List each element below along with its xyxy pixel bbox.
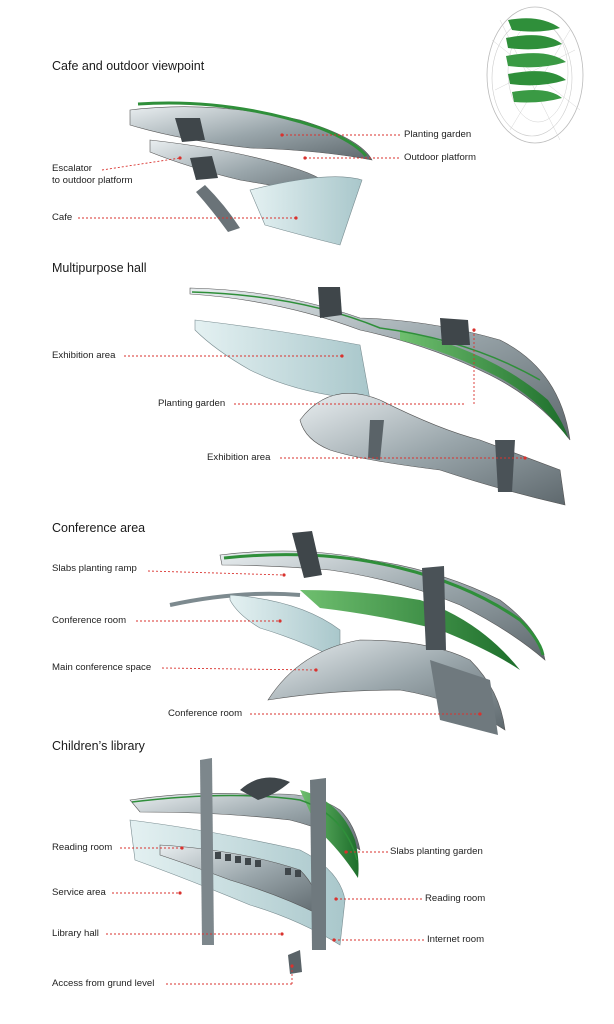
conference-building	[169, 531, 546, 735]
label-planting-garden: Planting garden	[404, 129, 472, 140]
leader-lines	[78, 134, 525, 985]
label-library-hall: Library hall	[52, 928, 99, 939]
context-wireframe	[486, 6, 584, 144]
cafe-building	[129, 101, 373, 246]
label-escalator-line2: to outdoor platform	[52, 175, 133, 186]
library-building	[129, 758, 361, 974]
label-conference-room: Conference room	[168, 708, 243, 719]
label-escalator-line1: Escalator	[52, 163, 92, 174]
label-service-area: Service area	[52, 887, 106, 898]
label-internet-room: Internet room	[427, 934, 485, 945]
label-exhibition-area: Exhibition area	[52, 350, 116, 361]
label-access-from-ground-level: Access from grund level	[52, 978, 155, 989]
label-reading-room: Reading room	[52, 842, 113, 853]
section-title-conference: Conference area	[52, 521, 146, 535]
label-exhibition-area: Exhibition area	[207, 452, 271, 463]
label-reading-room: Reading room	[425, 893, 486, 904]
label-cafe: Cafe	[52, 212, 73, 223]
label-main-conference-space: Main conference space	[52, 662, 152, 673]
label-slabs-planting-ramp: Slabs planting ramp	[52, 563, 137, 574]
label-conference-room: Conference room	[52, 615, 127, 626]
label-planting-garden: Planting garden	[158, 398, 226, 409]
section-title-library: Children’s library	[52, 739, 145, 753]
label-outdoor-platform: Outdoor platform	[404, 152, 476, 163]
hall-building	[189, 287, 571, 506]
label-slabs-planting-garden: Slabs planting garden	[390, 846, 483, 857]
label-escalator: Escalator to outdoor platform	[52, 163, 133, 187]
section-title-cafe: Cafe and outdoor viewpoint	[52, 59, 205, 73]
leader-dots	[178, 133, 527, 968]
section-title-hall: Multipurpose hall	[52, 261, 147, 275]
